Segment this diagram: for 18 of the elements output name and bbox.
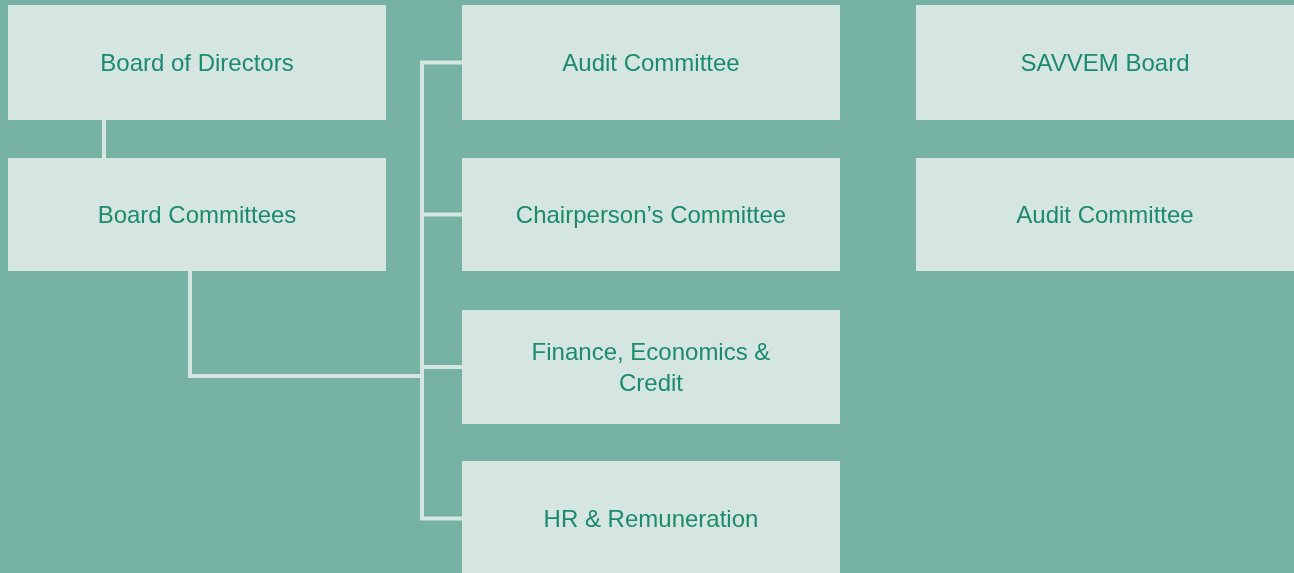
org-box [462, 158, 840, 271]
org-box [916, 158, 1294, 271]
org-box [462, 461, 840, 573]
box-label: SAVVEM Board [1020, 47, 1190, 78]
box-label: Chairperson’s Committee [515, 199, 787, 230]
box-label: Audit Committee [1016, 199, 1194, 230]
connector-line [102, 120, 106, 158]
org-box [916, 5, 1294, 120]
box-label: HR & Remuneration [543, 503, 759, 534]
box-label: Board of Directors [100, 47, 294, 78]
box-label: Audit Committee [562, 47, 740, 78]
org-box [462, 5, 840, 120]
org-box [8, 5, 386, 120]
org-box [462, 310, 840, 424]
box-label: Finance, Economics & Credit [530, 336, 772, 398]
org-box [8, 158, 386, 271]
connector-line [188, 271, 462, 521]
box-label: Board Committees [97, 199, 297, 230]
